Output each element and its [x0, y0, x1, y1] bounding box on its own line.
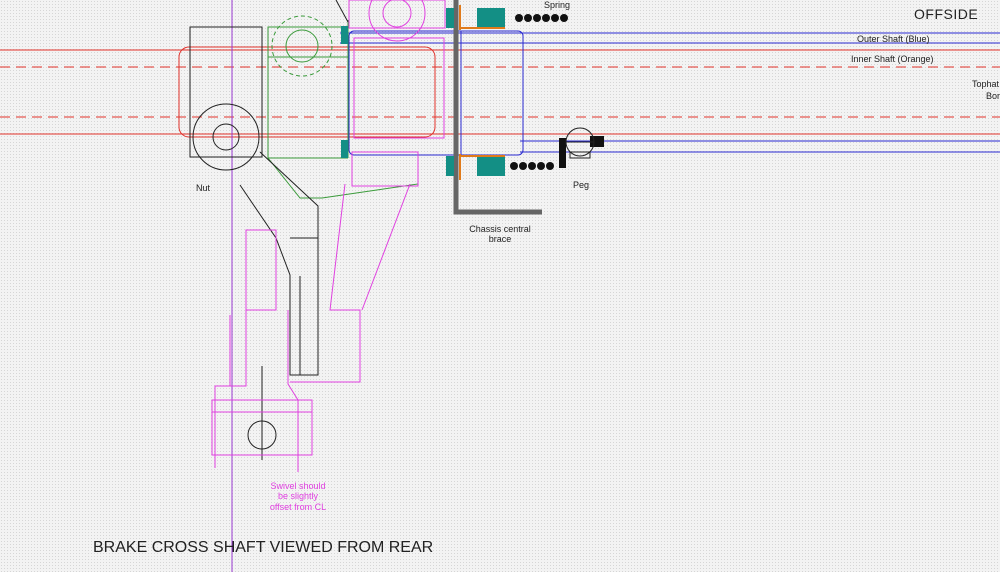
nut-label: Nut — [196, 183, 211, 193]
inner-shaft-label: Inner Shaft (Orange) — [851, 54, 934, 64]
drawing-title: BRAKE CROSS SHAFT VIEWED FROM REAR — [93, 539, 434, 556]
swivel-note-line-3: offset from CL — [269, 501, 327, 512]
swivel-note: Swivel should be slightly offset from CL — [253, 481, 343, 512]
spring-label: Spring — [544, 0, 571, 10]
red-shaft-lines — [0, 46, 1000, 138]
spring-top — [515, 14, 568, 22]
offside-label: OFFSIDE — [914, 6, 979, 22]
magenta-housing — [211, 0, 446, 472]
spring-bottom — [510, 162, 554, 170]
chassis-brace-line-2: brace — [488, 234, 512, 245]
swivel-note-line-1: Swivel should — [270, 481, 326, 491]
chassis-central-brace — [453, 0, 542, 215]
nut-lever — [189, 26, 319, 460]
chassis-brace-label: Chassis central brace — [455, 224, 545, 245]
peg — [559, 127, 604, 168]
swivel-note-line-2: be slightly — [277, 491, 319, 502]
bore-label: Bor — [986, 91, 1000, 101]
outer-shaft-label: Outer Shaft (Blue) — [857, 34, 930, 44]
tophat-bushes — [341, 5, 505, 180]
tophat-label: Tophat — [972, 79, 1000, 89]
leader-line — [335, 0, 349, 23]
chassis-brace-line-1: Chassis central — [469, 224, 531, 234]
peg-label: Peg — [573, 180, 590, 190]
